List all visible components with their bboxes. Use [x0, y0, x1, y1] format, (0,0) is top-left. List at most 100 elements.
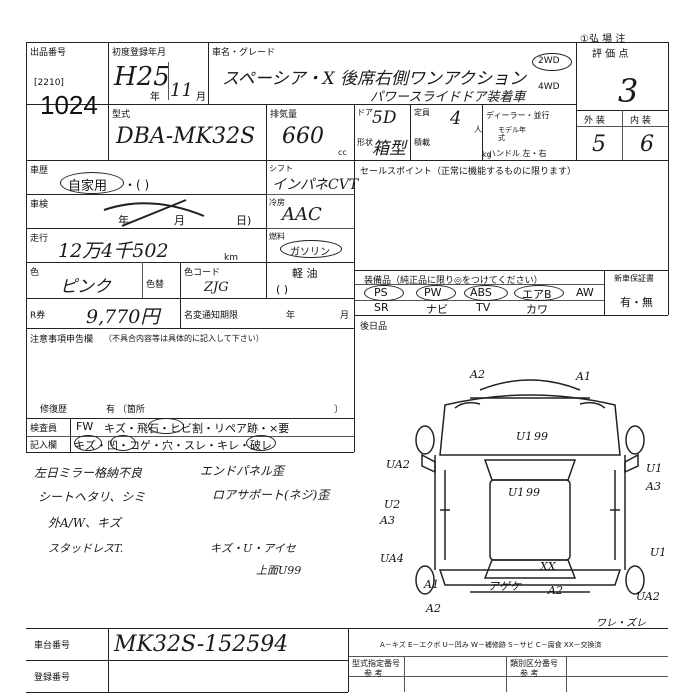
dealer-label: ディーラー・並行 [486, 111, 550, 120]
inspection-month: 月 [174, 214, 185, 227]
damage-legend: A－キズ E－エクボ U－凹み W－補修跡 S－サビ C－腐食 XX－交換済 [380, 641, 602, 649]
capacity-unit: 人 [474, 125, 482, 134]
repair-value: 有 〔箇所 [106, 405, 145, 415]
registration-year-unit: 年 [150, 92, 160, 103]
car-diagram [415, 379, 645, 595]
inspection-year: 年 [118, 214, 129, 227]
damage-label: ワレ・ズレ [596, 618, 646, 629]
lot-code: [2210] [34, 78, 64, 88]
equip-leather: カワ [526, 303, 548, 316]
cert-label: 型式指定番号 [352, 659, 400, 668]
equip-tv: TV [476, 301, 491, 314]
damage-label: A3 [646, 480, 661, 493]
damage-label: U1 [516, 430, 533, 443]
mileage-unit: km [224, 253, 238, 263]
recycle-label: R券 [30, 311, 46, 321]
exterior-score: 5 [592, 132, 606, 157]
color-value: ピンク [60, 277, 111, 297]
color-label: 色 [30, 268, 40, 278]
note-line1a: 左日ミラー格納不良 [34, 466, 143, 480]
lot-label: 出品番号 [30, 48, 67, 58]
color-change-label: 色替 [146, 280, 165, 290]
displacement-label: 排気量 [270, 110, 298, 120]
equipment-label: 装備品（純正品に限り◎をつけてください） [364, 276, 543, 286]
equip-pw: PW [424, 286, 442, 299]
damage-label: UA2 [386, 458, 410, 471]
registration-month: 11 [170, 80, 193, 101]
displacement-unit: cc [338, 148, 347, 157]
registration-era: H25 [114, 62, 170, 92]
recycle-value: 9,770円 [86, 306, 160, 328]
rear-items-label: 後日品 [360, 322, 388, 332]
damage-label: A2 [470, 368, 485, 381]
displacement-value: 660 [282, 124, 324, 149]
interior-score: 6 [640, 132, 654, 157]
car-name-line1: スペーシア・X 後席右側ワンアクション [222, 69, 527, 89]
note-line2b: ロアサポート(ネジ)歪 [212, 488, 330, 502]
fuel-other: ( ) [276, 283, 289, 296]
equip-abs: ABS [470, 286, 492, 299]
score-label: 評 価 点 [592, 49, 629, 60]
inspection-day: 日) [236, 214, 252, 227]
inspector-row2: キズ・凹・コゲ・穴・スレ・キレ・破レ [74, 439, 272, 452]
car-name-line2: パワースライドドア装着車 [370, 90, 526, 105]
notes-label: 注意事項申告欄 [30, 335, 94, 345]
doors-value: 5D [372, 108, 397, 128]
mileage-label: 走行 [30, 234, 49, 244]
equip-sr: SR [374, 301, 389, 314]
inspector-row1: キズ・飛石・ヒビ割・リペア跡・×要 [104, 422, 290, 435]
mileage-value: 12万4千502 [58, 240, 169, 262]
sales-point-label: セールスポイント（正常に機能するものに限ります） [360, 167, 577, 177]
registration-month-unit: 月 [196, 92, 206, 103]
inspection-label: 車検 [30, 200, 49, 210]
load-label: 積載 [414, 138, 430, 147]
note-line2a: シートヘタリ、シミ [38, 490, 146, 504]
cert-sub: 参 考 [364, 669, 383, 678]
repair-close: 〕 [334, 405, 344, 415]
usage-value: 自家用 [68, 179, 108, 194]
damage-label: U1 [508, 486, 525, 499]
damage-label: 99 [534, 430, 548, 443]
damage-label: A1 [576, 370, 591, 383]
inspection-strike [103, 199, 205, 227]
chassis-value: MK32S-152594 [114, 632, 289, 657]
cooling-label: 冷房 [269, 198, 285, 207]
inspector-code: FW [76, 420, 94, 433]
shape-value: 箱型 [372, 139, 406, 159]
damage-label: A2 [548, 584, 563, 597]
warranty-value: 有・無 [620, 296, 653, 309]
expiry-label: 名変通知期限 [184, 311, 239, 321]
plate-label: 登録番号 [34, 673, 71, 683]
note-line4a: スタッドレスT. [48, 542, 124, 555]
fuel-gasoline: ガソリン [290, 247, 330, 258]
equip-aw: AW [576, 286, 594, 299]
car-name-label: 車名・グレード [212, 48, 276, 58]
cooling-value: AAC [282, 204, 322, 225]
load-unit: kg [482, 150, 492, 159]
damage-label: A2 [426, 602, 441, 615]
expiry-year: 年 [286, 311, 296, 321]
capacity-value: 4 [450, 108, 462, 129]
usage-rest: ・( ) [124, 178, 150, 192]
damage-label: アゲケ [488, 580, 521, 593]
damage-label: A3 [380, 514, 395, 527]
damage-label: U2 [384, 498, 401, 511]
drive-4wd: 4WD [538, 82, 560, 92]
note-line1b: エンドパネル歪 [200, 464, 285, 478]
doors-label: ドア [357, 108, 373, 117]
color-code: ZJG [204, 280, 229, 295]
model-value: DBA-MK32S [116, 124, 256, 149]
chassis-label: 車台番号 [34, 641, 71, 651]
damage-label: UA4 [380, 552, 404, 565]
class-label: 類別区分番号 [510, 659, 558, 668]
usage-label: 車歴 [30, 166, 49, 176]
equip-ps: PS [374, 286, 388, 299]
note-line3: 外A/W、キズ [48, 516, 122, 530]
repair-label: 修復歴 [40, 405, 68, 415]
fuel-diesel: 軽 油 [292, 267, 318, 280]
notes-sub: （不具合内容等は具体的に記入して下さい） [104, 334, 264, 343]
shift-label: シフト [269, 164, 293, 173]
equip-navi: ナビ [426, 303, 448, 316]
capacity-label: 定員 [414, 108, 430, 117]
inspector-label: 検査員 [30, 424, 58, 434]
